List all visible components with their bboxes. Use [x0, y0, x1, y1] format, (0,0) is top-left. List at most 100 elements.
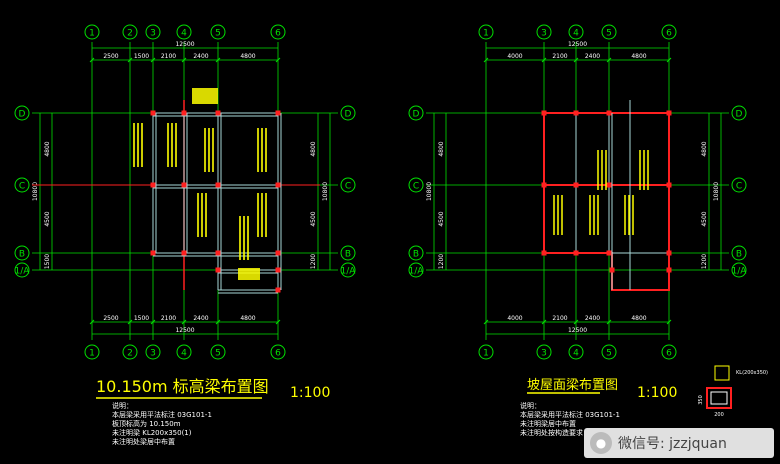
grid-bubble-right-0-label: D [345, 110, 352, 120]
grid-bubble-bottom-6 [661, 344, 677, 360]
grid-bubble-top-6-label: 6 [666, 29, 672, 39]
left-note-1: 本层梁采用平法标注 03G101-1 [112, 410, 212, 419]
bottom-dim-text-1: 1500 [134, 315, 149, 322]
bottom-total-text: 12500 [175, 327, 194, 334]
right-dim-total-text: 10800 [322, 182, 329, 201]
grid-bubble-right-0-label: D [736, 110, 743, 120]
roof-column-13 [666, 267, 672, 273]
right-dim-text-0: 4800 [310, 141, 317, 156]
grid-bubble-top-3-label: 3 [541, 29, 547, 39]
top-dim-text-1: 1500 [134, 53, 149, 60]
grid-bubble-left-1-label: C [19, 182, 25, 192]
grid-bubble-top-4-label: 4 [573, 29, 579, 39]
left-dim-text-1: 4500 [438, 211, 445, 226]
roof-column-6 [606, 182, 612, 188]
grid-bubble-right-0 [340, 105, 356, 121]
top-dim-tick-4 [666, 57, 672, 63]
top-dim-tick-3 [606, 57, 612, 63]
section-box [706, 387, 732, 409]
left-note-0: 说明： [112, 401, 133, 410]
grid-bubble-top-4-label: 4 [181, 29, 187, 39]
section-dim-height: 350 [698, 395, 704, 405]
roof-column-8 [541, 250, 547, 256]
grid-bubble-right-3-label: 1/A [732, 267, 748, 277]
grid-bubble-bottom-5 [210, 344, 226, 360]
left-dim-text-1: 4500 [44, 211, 51, 226]
grid-bubble-right-3 [340, 262, 356, 278]
grid-bubble-top-3 [145, 24, 161, 40]
top-dim-tick-0 [483, 57, 489, 63]
grid-bubble-bottom-1-label: 1 [89, 349, 95, 359]
top-dim-text-3: 4800 [631, 53, 646, 60]
top-dim-text-2: 2400 [585, 53, 600, 60]
column-6 [215, 182, 221, 188]
grid-bubble-bottom-3-label: 3 [541, 349, 547, 359]
bottom-dim-text-1: 2100 [552, 315, 567, 322]
left-note-2: 板顶标高为 10.150m [112, 419, 181, 428]
section-marker [714, 365, 730, 381]
bottom-dim-text-3: 2400 [193, 315, 208, 322]
right-note-0: 说明： [520, 401, 541, 410]
grid-bubble-bottom-6-label: 6 [666, 349, 672, 359]
grid-bubble-right-1-label: C [345, 182, 351, 192]
roof-column-3 [666, 110, 672, 116]
roof-column-10 [606, 250, 612, 256]
top-dim-tick-1 [541, 57, 547, 63]
grid-bubble-left-3 [14, 262, 30, 278]
column-4 [150, 182, 156, 188]
grid-bubble-bottom-4-label: 4 [573, 349, 579, 359]
right-note-1: 本层梁采用平法标注 03G101-1 [520, 410, 620, 419]
watermark-text: 微信号: jzzjquan [618, 436, 727, 452]
roof-column-1 [573, 110, 579, 116]
grid-bubble-top-2 [122, 24, 138, 40]
watermark: ● 微信号: jzzjquan [584, 428, 774, 458]
grid-bubble-top-5-label: 5 [215, 29, 221, 39]
right-dim-total-text: 10800 [713, 182, 720, 201]
grid-bubble-right-3-label: 1/A [341, 267, 357, 277]
left-dim-text-0: 4800 [438, 141, 445, 156]
column-11 [275, 250, 281, 256]
column-5 [181, 182, 187, 188]
grid-bubble-left-0 [408, 105, 424, 121]
grid-bubble-left-3-label: 1/A [409, 267, 425, 277]
grid-bubble-bottom-2-label: 2 [127, 349, 133, 359]
grid-bubble-left-1 [14, 177, 30, 193]
grid-bubble-bottom-3 [536, 344, 552, 360]
grid-bubble-left-3 [408, 262, 424, 278]
grid-bubble-bottom-3 [145, 344, 161, 360]
grid-bubble-right-2-label: B [345, 250, 351, 260]
top-dim-text-0: 4000 [507, 53, 522, 60]
bottom-dim-tick-2 [150, 319, 156, 325]
grid-bubble-bottom-6-label: 6 [275, 349, 281, 359]
beam-label-block-1 [192, 88, 218, 104]
bottom-dim-tick-1 [127, 319, 133, 325]
top-total-text: 12500 [175, 41, 194, 48]
grid-bubble-bottom-6 [270, 344, 286, 360]
column-12 [215, 267, 221, 273]
beam-label-block-2 [238, 268, 260, 280]
bottom-dim-tick-1 [541, 319, 547, 325]
top-total-text: 12500 [568, 41, 587, 48]
grid-bubble-top-1-label: 1 [483, 29, 489, 39]
roof-column-2 [606, 110, 612, 116]
right-dim-text-1: 4500 [310, 211, 317, 226]
roof-column-5 [573, 182, 579, 188]
left-dim-text-0: 4800 [44, 141, 51, 156]
top-dim-tick-4 [215, 57, 221, 63]
column-13 [275, 267, 281, 273]
right-dim-text-2: 1200 [310, 254, 317, 269]
grid-bubble-right-1 [340, 177, 356, 193]
grid-bubble-top-3 [536, 24, 552, 40]
grid-bubble-bottom-5-label: 5 [215, 349, 221, 359]
left-note-3: 未注明梁 KL200x350(1) [112, 428, 192, 437]
left-note-4: 未注明处梁居中布置 [112, 437, 175, 446]
grid-bubble-left-3-label: 1/A [15, 267, 31, 277]
right-plan-scale: 1:100 [637, 385, 677, 401]
grid-bubble-top-6 [661, 24, 677, 40]
grid-bubble-top-3-label: 3 [150, 29, 156, 39]
right-dim-text-0: 4800 [701, 141, 708, 156]
grid-bubble-right-2 [340, 245, 356, 261]
